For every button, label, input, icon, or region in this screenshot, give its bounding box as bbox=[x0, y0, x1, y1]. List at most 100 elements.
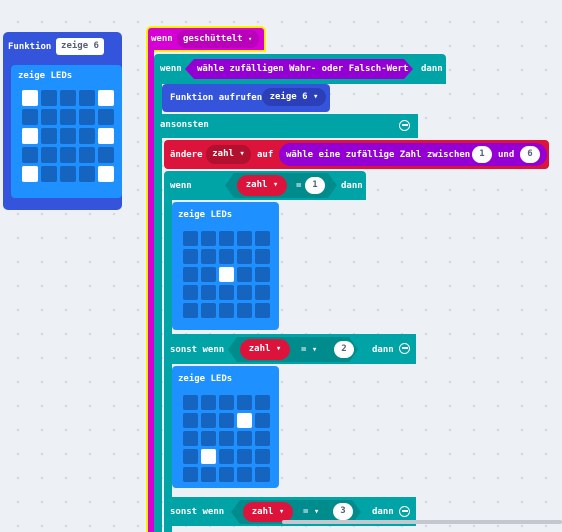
random-min-input[interactable]: 1 bbox=[472, 146, 492, 163]
led-matrix[interactable] bbox=[183, 395, 270, 482]
led-cell[interactable] bbox=[41, 147, 57, 163]
led-cell[interactable] bbox=[60, 90, 76, 106]
led-cell[interactable] bbox=[237, 449, 252, 464]
call-function-dropdown[interactable]: zeige 6 ▾ bbox=[262, 88, 326, 106]
led-cell[interactable] bbox=[60, 147, 76, 163]
remove-else-if-icon[interactable] bbox=[399, 343, 410, 354]
led-cell[interactable] bbox=[79, 109, 95, 125]
led-cell[interactable] bbox=[98, 166, 114, 182]
led-cell[interactable] bbox=[183, 285, 198, 300]
led-cell[interactable] bbox=[237, 413, 252, 428]
random-boolean-block[interactable]: wähle zufälligen Wahr- oder Falsch-Wert bbox=[185, 59, 413, 79]
led-cell[interactable] bbox=[183, 467, 198, 482]
led-cell[interactable] bbox=[41, 166, 57, 182]
led-cell[interactable] bbox=[183, 249, 198, 264]
led-cell[interactable] bbox=[255, 249, 270, 264]
led-cell[interactable] bbox=[255, 431, 270, 446]
led-matrix[interactable] bbox=[183, 231, 270, 318]
led-cell[interactable] bbox=[255, 467, 270, 482]
led-cell[interactable] bbox=[219, 303, 234, 318]
led-cell[interactable] bbox=[201, 431, 216, 446]
led-cell[interactable] bbox=[201, 267, 216, 282]
led-cell[interactable] bbox=[79, 166, 95, 182]
led-cell[interactable] bbox=[255, 413, 270, 428]
led-cell[interactable] bbox=[255, 303, 270, 318]
led-cell[interactable] bbox=[60, 109, 76, 125]
compare-operator-1[interactable]: = ▾ bbox=[296, 181, 312, 191]
led-cell[interactable] bbox=[255, 267, 270, 282]
led-cell[interactable] bbox=[79, 128, 95, 144]
led-cell[interactable] bbox=[41, 128, 57, 144]
compare-operator-3[interactable]: = ▾ bbox=[303, 507, 320, 517]
led-cell[interactable] bbox=[219, 467, 234, 482]
led-cell[interactable] bbox=[22, 109, 38, 125]
led-cell[interactable] bbox=[60, 166, 76, 182]
led-cell[interactable] bbox=[60, 128, 76, 144]
led-cell[interactable] bbox=[22, 147, 38, 163]
event-block-body bbox=[146, 50, 154, 532]
led-cell[interactable] bbox=[98, 90, 114, 106]
led-cell[interactable] bbox=[79, 147, 95, 163]
function-name-field[interactable]: zeige 6 bbox=[56, 38, 104, 55]
show-leds-label: zeige LEDs bbox=[178, 374, 233, 384]
led-cell[interactable] bbox=[22, 90, 38, 106]
led-cell[interactable] bbox=[41, 90, 57, 106]
led-cell[interactable] bbox=[201, 449, 216, 464]
led-cell[interactable] bbox=[237, 303, 252, 318]
led-cell[interactable] bbox=[201, 413, 216, 428]
led-cell[interactable] bbox=[237, 231, 252, 246]
led-cell[interactable] bbox=[255, 231, 270, 246]
led-cell[interactable] bbox=[219, 231, 234, 246]
led-cell[interactable] bbox=[183, 431, 198, 446]
led-cell[interactable] bbox=[237, 285, 252, 300]
led-cell[interactable] bbox=[201, 285, 216, 300]
led-cell[interactable] bbox=[255, 285, 270, 300]
compare-value-1[interactable]: 1 bbox=[305, 177, 325, 194]
remove-else-if-icon[interactable] bbox=[399, 506, 410, 517]
led-cell[interactable] bbox=[201, 467, 216, 482]
led-cell[interactable] bbox=[237, 431, 252, 446]
led-cell[interactable] bbox=[255, 395, 270, 410]
led-cell[interactable] bbox=[219, 285, 234, 300]
led-cell[interactable] bbox=[219, 431, 234, 446]
gesture-dropdown[interactable]: geschüttelt ▾ bbox=[177, 30, 259, 48]
led-cell[interactable] bbox=[219, 267, 234, 282]
compare-variable-1[interactable]: zahl ▾ bbox=[237, 175, 287, 196]
led-cell[interactable] bbox=[219, 413, 234, 428]
led-cell[interactable] bbox=[201, 231, 216, 246]
led-cell[interactable] bbox=[183, 413, 198, 428]
led-cell[interactable] bbox=[22, 128, 38, 144]
led-cell[interactable] bbox=[98, 128, 114, 144]
led-cell[interactable] bbox=[219, 249, 234, 264]
led-cell[interactable] bbox=[41, 109, 57, 125]
led-cell[interactable] bbox=[219, 395, 234, 410]
led-cell[interactable] bbox=[183, 395, 198, 410]
compare-value-3[interactable]: 3 bbox=[333, 503, 353, 520]
compare-variable-3[interactable]: zahl ▾ bbox=[243, 502, 293, 522]
led-cell[interactable] bbox=[183, 231, 198, 246]
compare-value-2[interactable]: 2 bbox=[334, 341, 354, 358]
led-cell[interactable] bbox=[237, 395, 252, 410]
collapse-else-icon[interactable] bbox=[399, 120, 410, 131]
compare-variable-2[interactable]: zahl ▾ bbox=[240, 339, 290, 360]
led-cell[interactable] bbox=[219, 449, 234, 464]
compare-operator-2[interactable]: = ▾ bbox=[301, 345, 318, 355]
led-cell[interactable] bbox=[183, 449, 198, 464]
led-cell[interactable] bbox=[22, 166, 38, 182]
led-cell[interactable] bbox=[237, 267, 252, 282]
led-cell[interactable] bbox=[237, 467, 252, 482]
variable-dropdown[interactable]: zahl ▾ bbox=[206, 145, 251, 164]
led-cell[interactable] bbox=[98, 147, 114, 163]
led-cell[interactable] bbox=[237, 249, 252, 264]
led-cell[interactable] bbox=[98, 109, 114, 125]
random-max-input[interactable]: 6 bbox=[520, 146, 540, 163]
led-cell[interactable] bbox=[201, 303, 216, 318]
led-cell[interactable] bbox=[255, 449, 270, 464]
led-cell[interactable] bbox=[183, 267, 198, 282]
led-cell[interactable] bbox=[201, 249, 216, 264]
led-cell[interactable] bbox=[201, 395, 216, 410]
led-cell[interactable] bbox=[183, 303, 198, 318]
led-cell[interactable] bbox=[79, 90, 95, 106]
horizontal-scrollbar[interactable] bbox=[282, 520, 562, 524]
led-matrix[interactable] bbox=[22, 90, 114, 182]
